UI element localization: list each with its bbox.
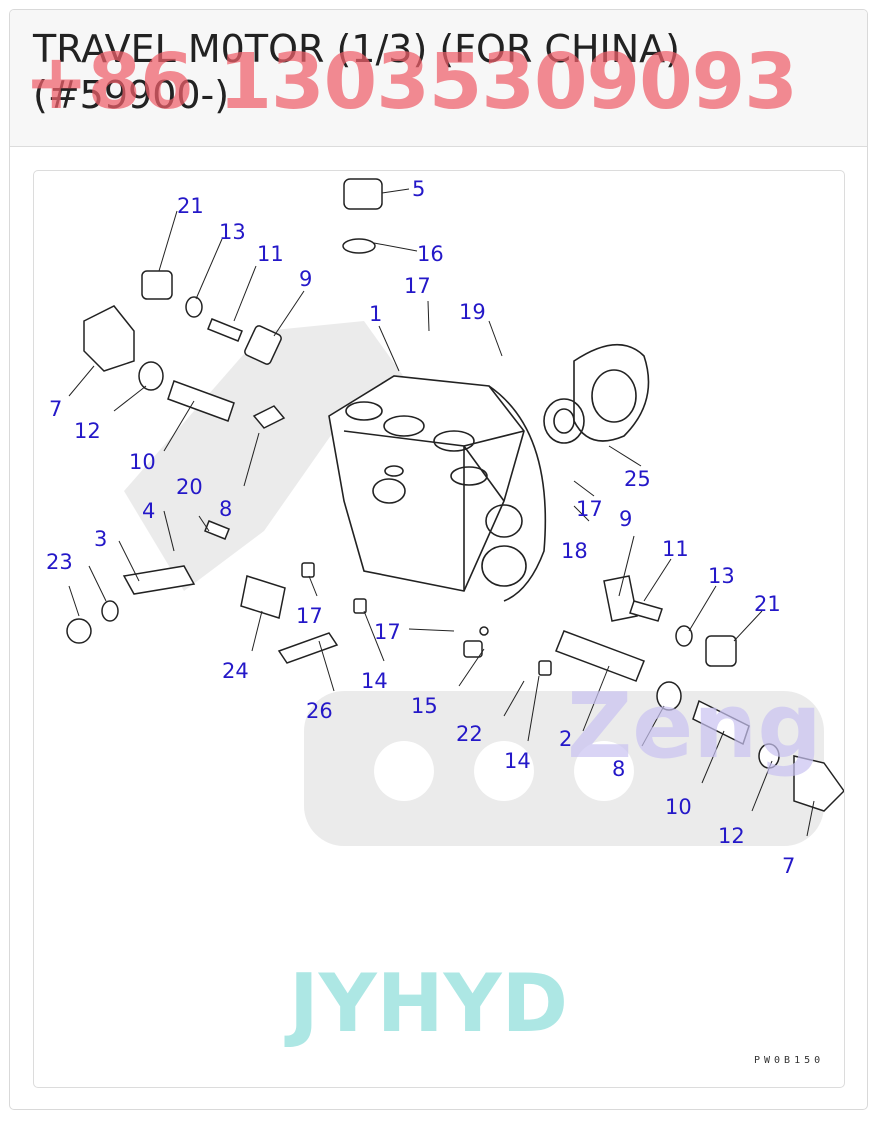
callout-labels: 21 13 11 9 5 16 17 1 19 7 12 10 20 8 4 3… [46, 177, 795, 878]
callout-18: 18 [561, 539, 588, 563]
callout-8: 8 [219, 497, 232, 521]
port-plate [543, 343, 650, 444]
excavator-watermark [124, 321, 824, 846]
callout-12b: 12 [718, 824, 745, 848]
callout-5: 5 [412, 177, 425, 201]
callout-21: 21 [177, 194, 204, 218]
callout-7: 7 [49, 397, 62, 421]
valve-body [328, 375, 547, 602]
brand-watermark: JYHYD [284, 957, 568, 1050]
callout-26: 26 [306, 699, 333, 723]
callout-16: 16 [417, 242, 444, 266]
callout-22: 22 [456, 722, 483, 746]
callout-10b: 10 [665, 795, 692, 819]
callout-14b: 14 [504, 749, 531, 773]
drawing-code: PW0B150 [754, 1055, 824, 1066]
zeng-watermark: Zeng [567, 674, 822, 779]
callout-23: 23 [46, 550, 73, 574]
leader-lines [68, 188, 815, 837]
callout-9b: 9 [619, 507, 632, 531]
callout-1: 1 [369, 302, 382, 326]
callout-21b: 21 [754, 592, 781, 616]
callout-24: 24 [222, 659, 249, 683]
diagram-svg: Zeng JYHYD 21 13 11 9 5 16 17 1 19 7 12 … [46, 177, 844, 1066]
callout-10: 10 [129, 450, 156, 474]
callout-8b: 8 [612, 757, 625, 781]
callout-17b: 17 [296, 604, 323, 628]
callout-4: 4 [142, 499, 155, 523]
callout-11b: 11 [662, 537, 689, 561]
callout-25: 25 [624, 467, 651, 491]
callout-17: 17 [404, 274, 431, 298]
exploded-diagram: Zeng JYHYD 21 13 11 9 5 16 17 1 19 7 12 … [33, 170, 845, 1088]
page-title: TRAVEL M0TOR (1/3) (FOR CHINA) (#59900-) [33, 27, 680, 117]
callout-17c: 17 [374, 620, 401, 644]
callout-7b: 7 [782, 854, 795, 878]
callout-15: 15 [411, 694, 438, 718]
callout-17d: 17 [576, 497, 603, 521]
callout-2: 2 [559, 727, 572, 751]
callout-13: 13 [219, 220, 246, 244]
callout-3: 3 [94, 527, 107, 551]
callout-12: 12 [74, 419, 101, 443]
part-card: TRAVEL M0TOR (1/3) (FOR CHINA) (#59900-)… [9, 9, 868, 1110]
callout-14: 14 [361, 669, 388, 693]
left-parts [66, 270, 367, 664]
callout-9: 9 [299, 267, 312, 291]
phone-watermark: +86 13035309093 [24, 38, 798, 127]
callout-20: 20 [176, 475, 203, 499]
callout-11: 11 [257, 242, 284, 266]
card-header: TRAVEL M0TOR (1/3) (FOR CHINA) (#59900-)… [10, 10, 867, 147]
callout-19: 19 [459, 300, 486, 324]
right-parts [342, 178, 844, 812]
callout-13b: 13 [708, 564, 735, 588]
